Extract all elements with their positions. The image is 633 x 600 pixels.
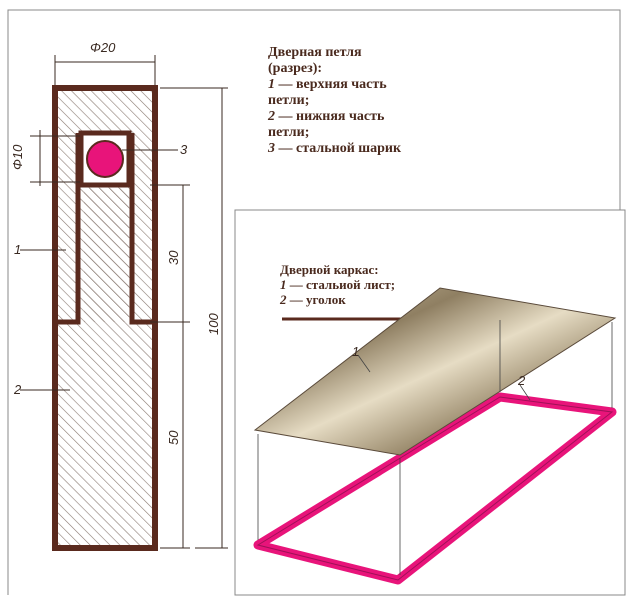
caption-title: Дверная петля bbox=[268, 45, 362, 60]
item-num: 2 bbox=[268, 109, 275, 124]
dim-total: 100 bbox=[206, 313, 221, 335]
dim-lower: 50 bbox=[166, 430, 181, 445]
item-text: петли; bbox=[268, 125, 310, 140]
steel-sheet bbox=[253, 287, 617, 456]
label-1: 1 bbox=[14, 242, 21, 257]
item-text: — уголок bbox=[286, 292, 346, 307]
label-2: 2 bbox=[517, 373, 526, 388]
item-text: — верхняя часть bbox=[275, 77, 387, 92]
item-text: петли; bbox=[268, 93, 310, 108]
label-2: 2 bbox=[13, 382, 22, 397]
left-panel-border bbox=[7, 9, 621, 595]
item-num: 3 bbox=[268, 141, 275, 156]
dim-width: Φ20 bbox=[90, 40, 116, 55]
caption-item: 1 — верхняя часть bbox=[268, 77, 401, 93]
label-3: 3 bbox=[180, 142, 188, 157]
caption-title: Дверной каркас: bbox=[280, 262, 379, 277]
item-num: 1 bbox=[268, 77, 275, 92]
frame-caption: Дверной каркас: 1 — стальиой лист; 2 — у… bbox=[280, 262, 395, 307]
caption-item: 1 — стальиой лист; bbox=[280, 277, 395, 292]
caption-subtitle: (разрез): bbox=[268, 61, 323, 76]
door-frame-drawing: 1 2 bbox=[253, 287, 617, 585]
item-text: — стальной шарик bbox=[275, 141, 402, 156]
item-text: — стальиой лист; bbox=[286, 277, 396, 292]
dim-ball: Φ10 bbox=[10, 144, 25, 170]
caption-item: 3 — стальной шарик bbox=[268, 141, 401, 157]
steel-ball bbox=[86, 140, 124, 178]
hinge-section: Φ20 Φ10 30 50 100 1 2 3 bbox=[10, 40, 228, 551]
caption-item: 2 — уголок bbox=[280, 292, 395, 307]
item-text: — нижняя часть bbox=[275, 109, 385, 124]
caption-item: 2 — нижняя часть bbox=[268, 109, 401, 125]
item-num: 2 bbox=[280, 292, 287, 307]
label-1: 1 bbox=[352, 344, 359, 359]
hinge-caption: Дверная петля (разрез): 1 — верхняя част… bbox=[268, 45, 401, 157]
dim-upper: 30 bbox=[166, 250, 181, 265]
item-num: 1 bbox=[280, 277, 287, 292]
